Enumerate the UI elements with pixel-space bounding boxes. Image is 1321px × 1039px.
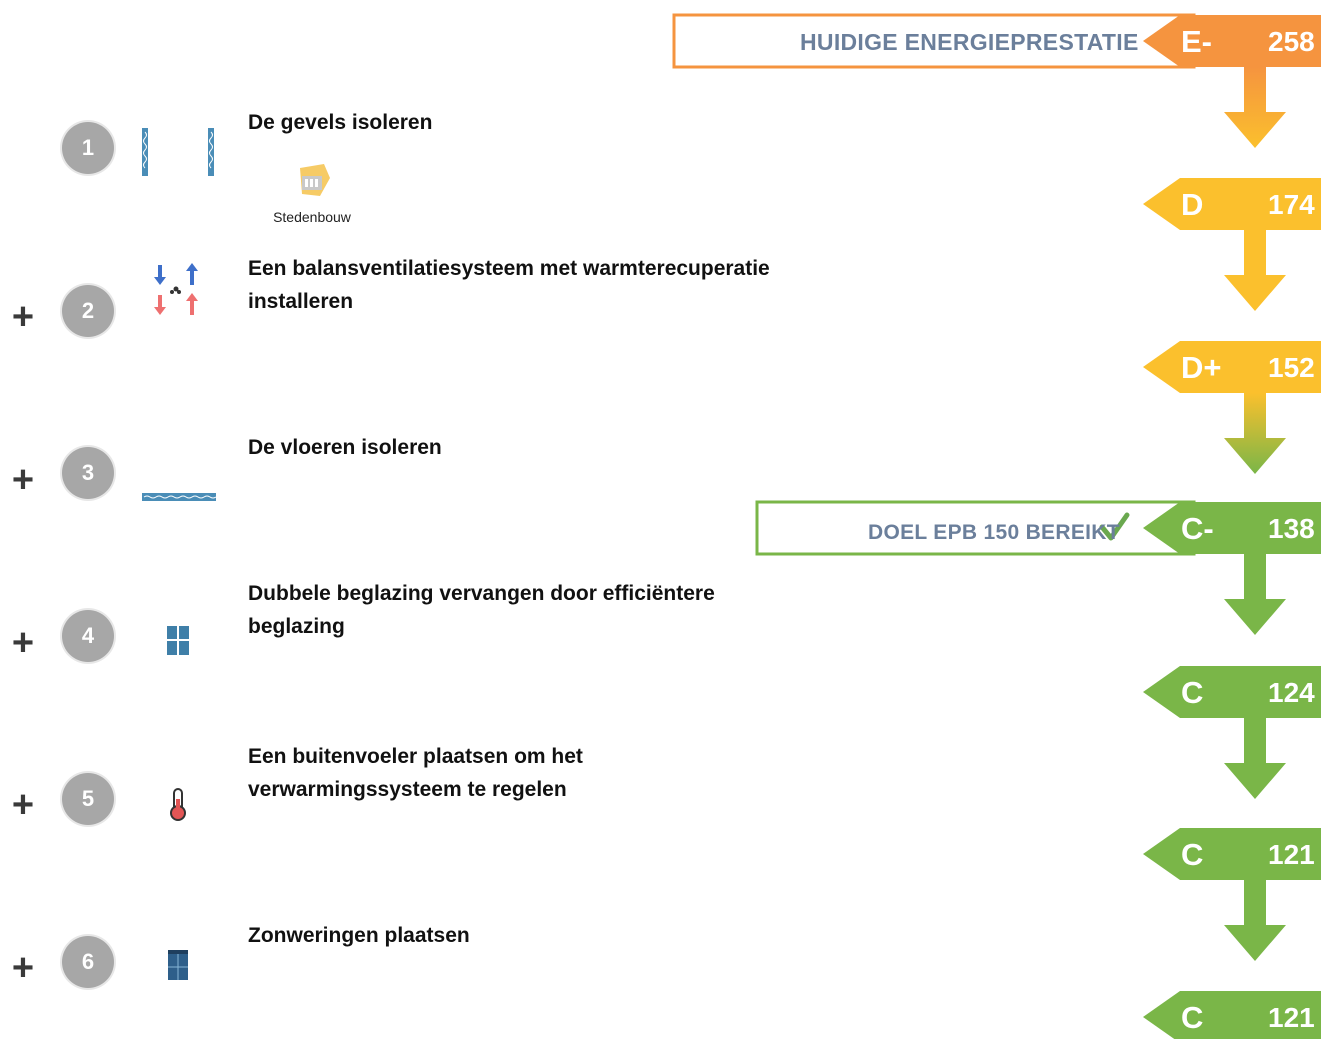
class-label: C — [1181, 675, 1204, 710]
step-number-badge: 3 — [62, 447, 114, 499]
urbanism-icon — [300, 164, 330, 196]
score-value: 258 — [1268, 26, 1315, 57]
plus-icon: + — [11, 622, 35, 664]
urbanism-label: Stedenbouw — [273, 209, 351, 225]
score-value: 138 — [1268, 513, 1315, 544]
arrow-down-6 — [1224, 880, 1286, 961]
step-number-badge: 6 — [62, 936, 114, 988]
step-title: Dubbele beglazing vervangen door efficië… — [248, 582, 715, 638]
score-value: 124 — [1268, 677, 1315, 708]
class-label: C — [1181, 837, 1204, 872]
wall-insulation-icon — [138, 112, 218, 192]
score-value: 152 — [1268, 352, 1315, 383]
urbanism-note: Stedenbouw — [262, 160, 362, 225]
label-tag-c-124 — [1143, 666, 1321, 718]
label-tag-e-minus — [1143, 15, 1321, 67]
class-label: D — [1181, 187, 1204, 222]
plus-icon: + — [11, 459, 35, 501]
arrow-down-5 — [1224, 718, 1286, 799]
goal-label: DOEL EPB 150 BEREIKT — [868, 521, 1120, 544]
score-value: 174 — [1268, 189, 1315, 220]
class-label: C — [1181, 1000, 1204, 1035]
class-label: E- — [1181, 24, 1212, 59]
current-state-label: HUIDIGE ENERGIEPRESTATIE — [800, 29, 1139, 55]
label-tag-c-121-final — [1143, 991, 1321, 1039]
class-label: C- — [1181, 511, 1214, 546]
floor-insulation-icon — [138, 430, 218, 510]
arrow-down-1 — [1224, 67, 1286, 148]
label-tag-c-minus — [1143, 502, 1321, 554]
step-title: Een balansventilatiesysteem met warmtere… — [248, 257, 770, 313]
step-number-badge: 1 — [62, 122, 114, 174]
thermometer-icon — [138, 763, 218, 843]
label-tag-d — [1143, 178, 1321, 230]
score-value: 121 — [1268, 839, 1315, 870]
sunshade-icon — [138, 926, 218, 1006]
step-title: Zonweringen plaatsen — [248, 924, 470, 947]
goal-box — [755, 500, 1196, 556]
class-label: D+ — [1181, 350, 1222, 385]
step-number-badge: 5 — [62, 773, 114, 825]
step-number-badge: 2 — [62, 285, 114, 337]
score-value: 121 — [1268, 1002, 1315, 1033]
window-icon — [138, 600, 218, 680]
checkmark-icon — [1099, 512, 1130, 541]
step-title: De vloeren isoleren — [248, 436, 442, 459]
plus-icon: + — [11, 947, 35, 989]
plus-icon: + — [11, 784, 35, 826]
step-title: De gevels isoleren — [248, 111, 433, 134]
step-title: Een buitenvoeler plaatsen om het verwarm… — [248, 745, 583, 801]
label-tag-c-121 — [1143, 828, 1321, 880]
arrow-down-3 — [1224, 393, 1286, 474]
ventilation-icon — [138, 255, 218, 335]
current-state-box — [672, 13, 1196, 69]
label-tag-d-plus — [1143, 341, 1321, 393]
plus-icon: + — [11, 296, 35, 338]
arrow-down-2 — [1224, 230, 1286, 311]
arrow-down-4 — [1224, 554, 1286, 635]
step-number-badge: 4 — [62, 610, 114, 662]
